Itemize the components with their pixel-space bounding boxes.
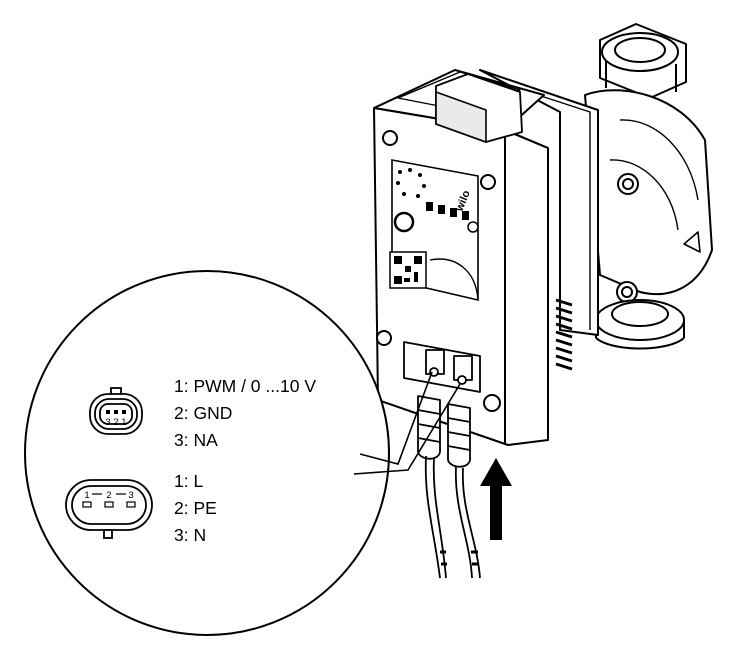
led-indicators <box>396 168 426 198</box>
qr-code-label <box>389 251 427 289</box>
detail-callout <box>24 270 461 636</box>
insert-direction-arrow <box>480 458 512 540</box>
signal-pin-3-label: 3: NA <box>174 430 218 450</box>
cables <box>424 455 481 579</box>
signal-pin-2-label: 2: GND <box>174 403 232 423</box>
signal-pin-1-label: 1: PWM / 0 ...10 V <box>174 376 316 396</box>
power-connector <box>65 479 153 539</box>
cooling-vents <box>555 298 573 371</box>
pump-hydraulic-housing <box>584 23 713 350</box>
pump-logo-icon <box>467 221 479 233</box>
operating-button <box>393 211 415 233</box>
connector-ports <box>403 341 481 393</box>
power-pin-2-label: 2: PE <box>174 498 217 518</box>
signal-connector-pin-markings: 3 2 1 <box>105 417 126 428</box>
power-pin-3-label: 3: N <box>174 525 206 545</box>
power-pin-3-marking: 3 <box>128 490 133 501</box>
mode-icons <box>426 202 469 220</box>
power-pin-2-marking: 2 <box>106 490 111 501</box>
power-pin-1-label: 1: L <box>174 471 203 491</box>
power-pin-1-marking: 1 <box>84 490 89 501</box>
signal-connector <box>89 387 143 435</box>
